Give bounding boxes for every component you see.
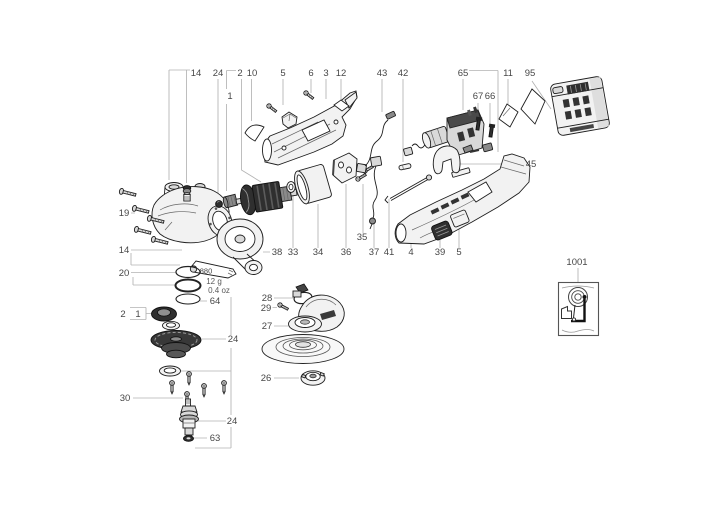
part-label-35: 35 [357, 232, 368, 243]
o-rings [174, 265, 202, 305]
washer [162, 320, 180, 331]
part-label-19: 19 [119, 208, 130, 219]
grease-cap-and-plug [182, 185, 192, 202]
part-label-63: 63 [210, 433, 221, 444]
part-label-3: 3 [323, 68, 328, 79]
housing-screw-5 [265, 102, 278, 114]
guard-screw [276, 301, 290, 312]
part-label-66: 66 [485, 91, 496, 102]
instruction-cards [498, 88, 546, 128]
part-label-33: 33 [288, 247, 299, 258]
detent-ball [215, 200, 223, 208]
part-label-43: 43 [377, 68, 388, 79]
part-label-37: 37 [369, 247, 380, 258]
spindle-screws [169, 371, 227, 406]
belt-hook [432, 145, 461, 175]
warning-label [333, 99, 350, 112]
support-flange [288, 315, 322, 333]
pinion [222, 193, 239, 209]
part-label-64: 64 [210, 296, 221, 307]
bevel-gear [150, 330, 202, 359]
rear-housing [394, 153, 531, 245]
oval-washer [159, 365, 181, 377]
latch-pad [450, 209, 470, 228]
part-label-95: 95 [525, 68, 536, 79]
leader-lines [130, 69, 579, 449]
battery-latch [431, 220, 453, 241]
part-label-28: 28 [262, 293, 273, 304]
part-label-45: 45 [526, 159, 537, 170]
battery-pack [550, 76, 610, 136]
grease-tube [189, 260, 237, 279]
grease-mass-g: 12 g [206, 277, 222, 286]
part-label-30: 30 [120, 393, 131, 404]
grease-code: 880 [200, 267, 213, 276]
part-label-10: 10 [247, 68, 258, 79]
flat-spring [451, 167, 471, 178]
switch-screw-67 [475, 116, 483, 131]
rotor-bearing [286, 181, 296, 193]
part-label-67: 67 [473, 91, 484, 102]
part-label-34: 34 [313, 247, 324, 258]
terminal-pieces [462, 142, 494, 154]
switch-screw-66 [488, 123, 496, 138]
part-label-1: 1 [227, 91, 232, 102]
lower-bearing [183, 435, 194, 442]
lock-rod [384, 174, 433, 204]
part-label-14b: 14 [119, 245, 130, 256]
switch-slider [281, 111, 298, 129]
part-label-6: 6 [308, 68, 313, 79]
part-label-5b: 5 [456, 247, 461, 258]
switch-assembly [403, 106, 485, 157]
part-label-65: 65 [458, 68, 469, 79]
part-label-41: 41 [384, 247, 395, 258]
part-label-42: 42 [398, 68, 409, 79]
bearing-bracket [332, 152, 358, 184]
pin [398, 163, 412, 171]
stator-sleeve [294, 164, 332, 205]
spindle-bearing [151, 306, 177, 322]
part-label-1b: 1 [135, 309, 140, 320]
part-label-2b: 2 [120, 309, 125, 320]
part-label-5: 5 [280, 68, 285, 79]
spindle [179, 398, 199, 441]
part-label-39: 39 [435, 247, 446, 258]
part-label-24b: 24 [228, 334, 239, 345]
part-label-11: 11 [503, 68, 513, 79]
part-label-14: 14 [191, 68, 202, 79]
part-label-36: 36 [341, 247, 352, 258]
grinding-disc [261, 334, 345, 364]
part-label-27: 27 [262, 321, 273, 332]
armature [235, 181, 298, 216]
type-label [244, 124, 265, 142]
part-label-12: 12 [336, 68, 347, 79]
inset-label-1001: 1001 [566, 257, 587, 268]
inset-box [557, 281, 600, 337]
motor-housing [262, 90, 358, 166]
housing-screw-6 [302, 89, 315, 101]
bearing-flange [216, 218, 264, 275]
part-label-2: 2 [237, 68, 242, 79]
part-label-26: 26 [261, 373, 272, 384]
part-label-20: 20 [119, 268, 130, 279]
part-label-4: 4 [408, 247, 413, 258]
sensor-wire [369, 155, 383, 230]
clamp-nut [300, 370, 326, 386]
grease-mass-oz: 0.4 oz [208, 286, 230, 295]
power-cable [356, 110, 396, 174]
part-label-38: 38 [272, 247, 283, 258]
part-label-24c: 24 [227, 416, 238, 427]
part-label-24: 24 [213, 68, 224, 79]
part-label-29: 29 [261, 303, 272, 314]
